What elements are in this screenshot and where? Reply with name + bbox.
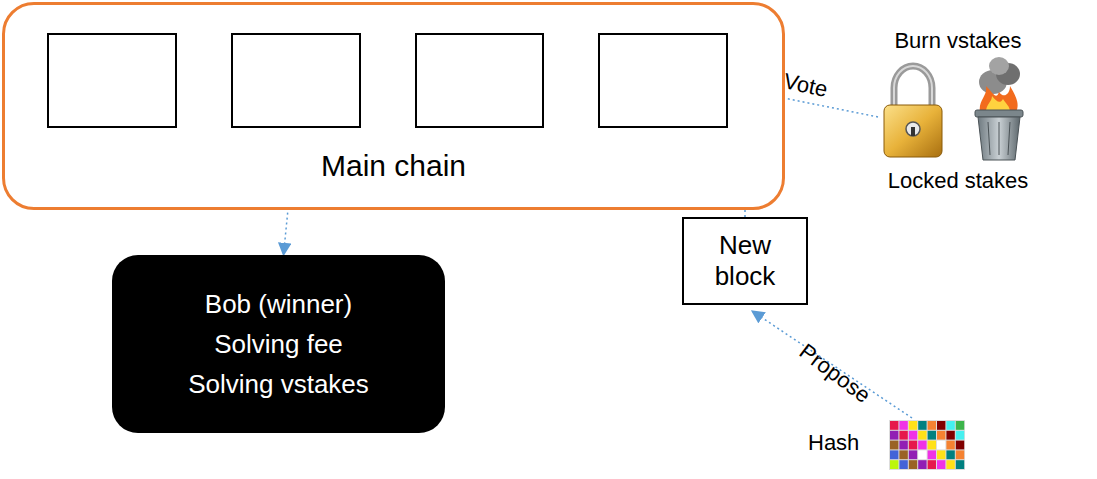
burning-trash-icon: [975, 57, 1023, 160]
block-box: [47, 33, 177, 128]
propose-line: [752, 311, 912, 418]
block-box: [598, 33, 728, 128]
vote-label: Vote: [781, 68, 829, 103]
winner-line: Solving vstakes: [188, 364, 369, 404]
propose-label: Propose: [794, 339, 875, 409]
burn-label: Burn vstakes: [858, 28, 1058, 54]
new-block-box: New block: [682, 217, 808, 305]
puzzle-icon: [889, 420, 965, 470]
hash-label: Hash: [808, 430, 859, 456]
chain-region: Main chain: [2, 2, 785, 210]
block-box: [231, 33, 361, 128]
node-label: New block: [695, 230, 795, 292]
winner-line: Bob (winner): [205, 284, 352, 324]
region-title: Main chain: [5, 149, 782, 183]
block-box: [415, 33, 544, 128]
winner-line: Solving fee: [214, 324, 343, 364]
lock-icon: [884, 66, 942, 157]
locked-label: Locked stakes: [858, 168, 1058, 194]
winner-box: Bob (winner)Solving feeSolving vstakes: [112, 255, 445, 433]
